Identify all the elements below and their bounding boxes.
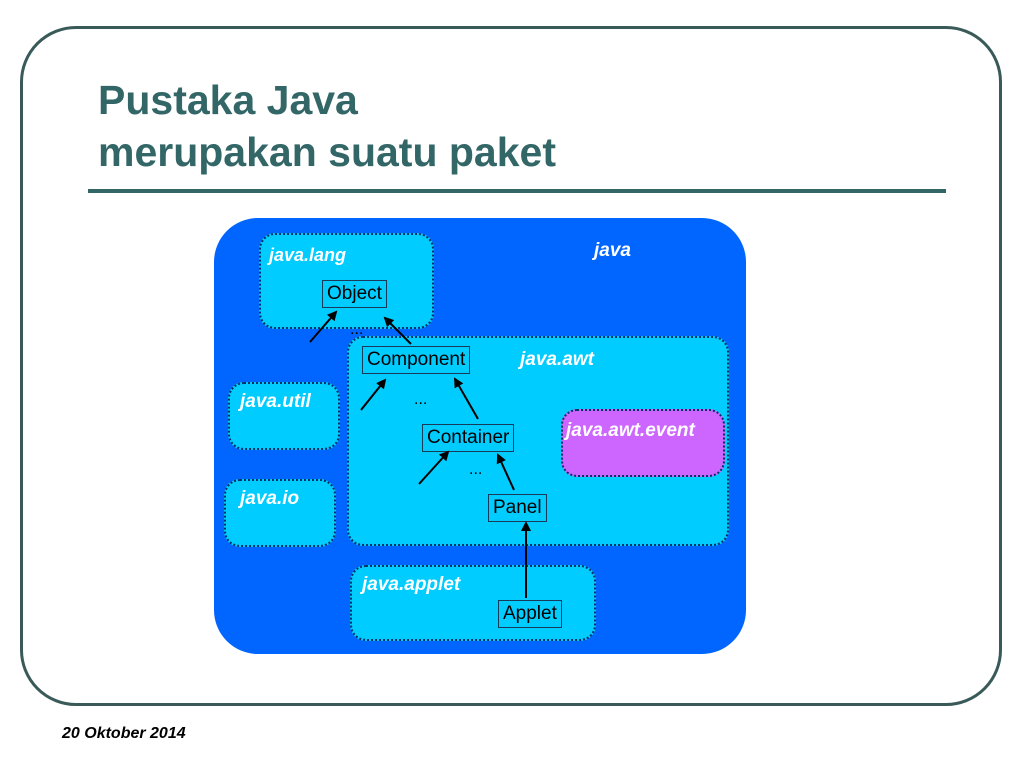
awt-ellipsis-2: ...: [469, 461, 483, 478]
lang-ellipsis: ...: [350, 321, 364, 338]
awt-ellipsis-1: ...: [414, 391, 428, 408]
java-applet-package: [350, 565, 596, 641]
java-util-package: [228, 382, 340, 450]
java-awt-label: java.awt: [520, 349, 594, 370]
container-class: Container: [422, 424, 515, 452]
title-line-1: Pustaka Java: [98, 77, 358, 123]
slide-frame: [20, 26, 1002, 706]
java-io-label: java.io: [240, 488, 300, 509]
java-util-label: java.util: [240, 391, 311, 412]
footer-date: 20 Oktober 2014: [62, 725, 186, 742]
title-underline: [88, 189, 946, 193]
java-io-package: [224, 479, 336, 547]
panel-class: Panel: [488, 494, 547, 522]
component-class: Component: [362, 346, 471, 374]
java-package-label: java: [594, 240, 631, 261]
title-line-2: merupakan suatu paket: [98, 129, 556, 175]
java-lang-label: java.lang: [269, 245, 347, 265]
object-class: Object: [322, 280, 387, 308]
java-applet-label: java.applet: [362, 574, 461, 595]
java-awt-event-package: [561, 409, 725, 477]
applet-class: Applet: [498, 600, 562, 628]
java-lang-package: [259, 233, 434, 329]
slide-title: Pustaka Java merupakan suatu paket: [98, 74, 556, 178]
java-awt-event-label: java.awt.event: [566, 420, 695, 441]
